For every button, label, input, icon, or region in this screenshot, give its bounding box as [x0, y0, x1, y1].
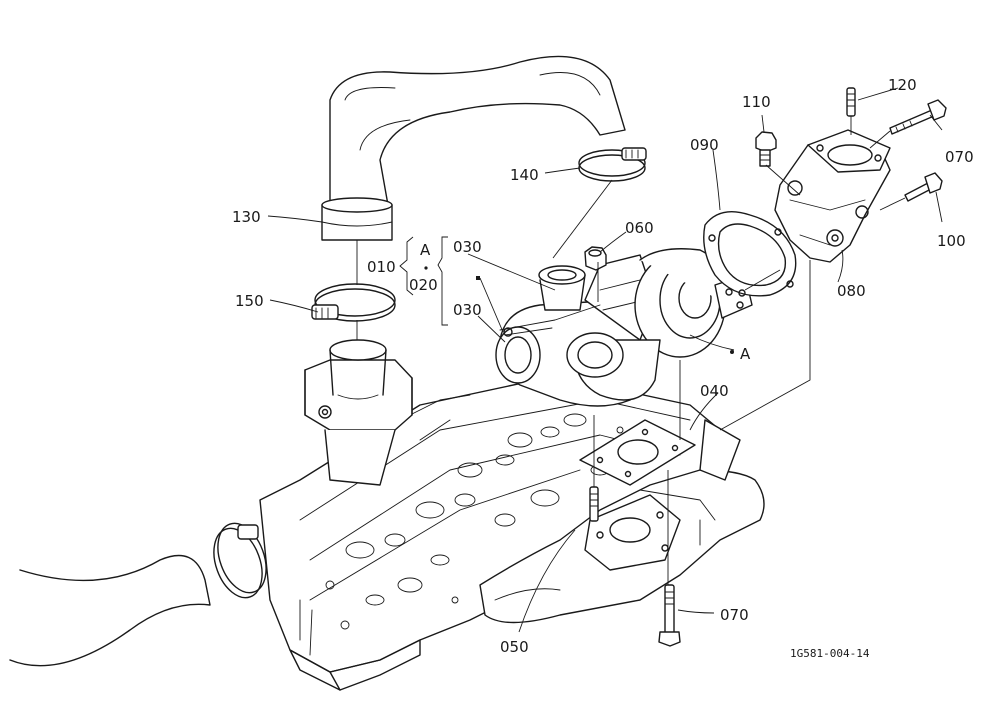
marker-square	[476, 276, 480, 280]
exhaust-flange-080-drawing	[774, 129, 891, 263]
leader-lines	[267, 87, 943, 633]
stud-120-drawing	[846, 87, 856, 117]
bolt-100-drawing	[904, 172, 943, 202]
callout-150: 150	[235, 292, 264, 310]
air-hose-130-drawing	[321, 55, 626, 241]
hose-clamp-140-drawing	[578, 147, 647, 182]
figure-reference-code: 1G581-004-14	[790, 647, 870, 660]
callout-030-upper: 030	[453, 238, 482, 256]
marker-a-lower: A	[740, 345, 751, 363]
marker-dot-upper	[424, 266, 428, 270]
intake-elbow-drawing	[304, 339, 413, 486]
lower-hose-drawing	[9, 522, 267, 667]
callout-040: 040	[700, 382, 729, 400]
nut-060-drawing	[584, 246, 607, 271]
hose-clamp-150-drawing	[311, 283, 396, 322]
bolt-070-lower-drawing	[658, 584, 681, 647]
callout-070-upper: 070	[945, 148, 974, 166]
callout-090: 090	[690, 136, 719, 154]
callout-080: 080	[837, 282, 866, 300]
turbocharger-drawing	[495, 248, 753, 407]
callout-120: 120	[888, 76, 917, 94]
callout-100: 100	[937, 232, 966, 250]
bolt-070-upper-drawing	[889, 99, 947, 135]
marker-a-upper: A	[420, 241, 431, 259]
bolt-110-drawing	[755, 131, 777, 167]
gasket-040-drawing	[579, 419, 696, 486]
callout-060: 060	[625, 219, 654, 237]
stud-050-drawing	[589, 486, 599, 522]
callout-010: 010	[367, 258, 396, 276]
callout-020: 020	[409, 276, 438, 294]
marker-dot-lower	[730, 350, 734, 354]
callout-130: 130	[232, 208, 261, 226]
callout-070-lower: 070	[720, 606, 749, 624]
callout-labels: 130 150 140 010 020 030 030 060 090 110 …	[232, 76, 974, 660]
callout-110: 110	[742, 93, 771, 111]
callout-140: 140	[510, 166, 539, 184]
exhaust-manifold-drawing	[479, 419, 765, 624]
gasket-090-drawing	[703, 211, 797, 297]
callout-050: 050	[500, 638, 529, 656]
callout-030-lower: 030	[453, 301, 482, 319]
